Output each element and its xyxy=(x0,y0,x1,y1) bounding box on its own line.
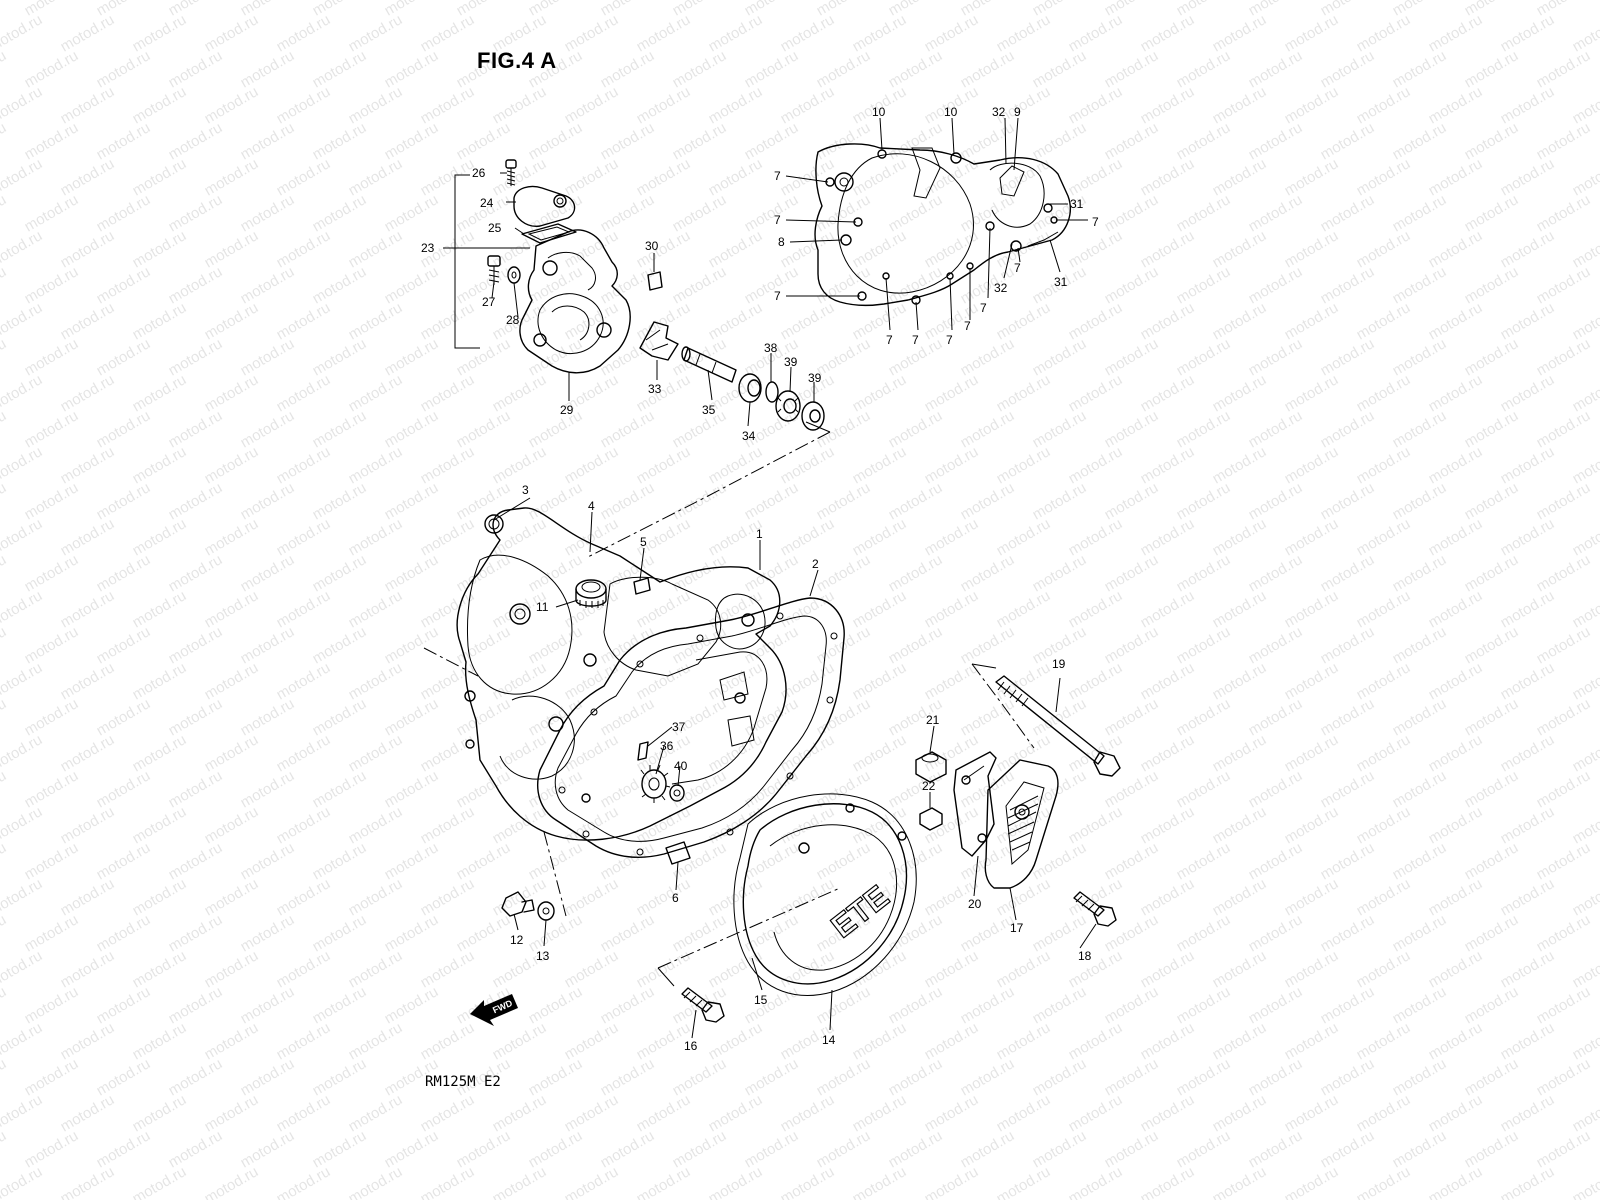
callout-7b: 7 xyxy=(774,213,781,227)
washer-13 xyxy=(537,901,555,921)
callout-4: 4 xyxy=(588,499,595,513)
callout-2: 2 xyxy=(812,557,819,571)
callout-16: 16 xyxy=(684,1039,698,1053)
dowel-30 xyxy=(647,271,663,291)
bolt-27 xyxy=(487,255,501,285)
bearing-39a xyxy=(775,390,801,422)
callout-26: 26 xyxy=(472,166,486,180)
callout-8: 8 xyxy=(778,235,785,249)
callout-7a: 7 xyxy=(774,169,781,183)
callout-38: 38 xyxy=(764,341,778,355)
washer-40 xyxy=(669,784,685,802)
callout-24: 24 xyxy=(480,196,494,210)
callout-7h: 7 xyxy=(886,333,893,347)
callout-10a: 10 xyxy=(872,105,886,119)
callout-37: 37 xyxy=(672,720,686,734)
callout-18: 18 xyxy=(1078,949,1092,963)
clutch-cover-assembly xyxy=(814,143,1071,307)
callout-39a: 39 xyxy=(784,355,798,369)
drain-plug-12 xyxy=(501,891,535,917)
crankcase-cover-group xyxy=(456,507,787,921)
callout-30: 30 xyxy=(645,239,659,253)
callout-3: 3 xyxy=(522,483,529,497)
gear-36 xyxy=(640,764,671,803)
spacer-22 xyxy=(919,807,943,831)
callout-7c: 7 xyxy=(774,289,781,303)
callout-13: 13 xyxy=(536,949,550,963)
callout-7g: 7 xyxy=(964,319,971,333)
spacer-21 xyxy=(915,751,947,783)
callout-7d: 7 xyxy=(1092,215,1099,229)
bolt-18 xyxy=(1073,891,1117,927)
callout-27: 27 xyxy=(482,295,496,309)
bearing-39b xyxy=(801,401,825,431)
callout-40: 40 xyxy=(674,759,688,773)
washer-38 xyxy=(765,381,779,403)
dowel-pin-5 xyxy=(633,577,651,595)
callout-7i: 7 xyxy=(912,333,919,347)
callout-39b: 39 xyxy=(808,371,822,385)
callout-22: 22 xyxy=(922,779,936,793)
screw-26 xyxy=(505,159,517,186)
bolt-16 xyxy=(681,987,725,1023)
callout-21: 21 xyxy=(926,713,940,727)
callout-9: 9 xyxy=(1014,105,1021,119)
callout-34: 34 xyxy=(742,429,756,443)
callout-19: 19 xyxy=(1052,657,1066,671)
callout-14: 14 xyxy=(822,1033,836,1047)
callout-31a: 31 xyxy=(1070,197,1084,211)
callout-1: 1 xyxy=(756,527,763,541)
pin-37 xyxy=(637,741,649,761)
model-code: RM125M E2 xyxy=(425,1074,501,1090)
pump-elbow-24 xyxy=(513,185,576,227)
callout-36: 36 xyxy=(660,739,674,753)
callout-10b: 10 xyxy=(944,105,958,119)
callout-15: 15 xyxy=(754,993,768,1007)
callout-20: 20 xyxy=(968,897,982,911)
callout-32a: 32 xyxy=(992,105,1006,119)
callout-28: 28 xyxy=(506,313,520,327)
callout-32b: 32 xyxy=(994,281,1008,295)
callout-33: 33 xyxy=(648,382,662,396)
callout-23: 23 xyxy=(421,241,435,255)
callout-17: 17 xyxy=(1010,921,1024,935)
callout-7j: 7 xyxy=(946,333,953,347)
callout-11: 11 xyxy=(536,600,549,614)
gasket-2 xyxy=(537,597,845,858)
impeller-33 xyxy=(639,321,679,361)
callout-7e: 7 xyxy=(1014,261,1021,275)
callout-29: 29 xyxy=(560,403,574,417)
oil-seal-34 xyxy=(738,373,762,403)
oil-filler-cap-11 xyxy=(575,579,607,608)
callout-12: 12 xyxy=(510,933,524,947)
callout-25: 25 xyxy=(488,221,502,235)
figure-title: FIG.4 A xyxy=(477,48,557,73)
callout-7f: 7 xyxy=(980,301,987,315)
water-pump-group xyxy=(454,159,825,431)
pump-cover-29 xyxy=(519,229,631,374)
sprocket-cover-17 xyxy=(984,759,1059,889)
callout-6: 6 xyxy=(672,891,679,905)
svg-text:ETE: ETE xyxy=(824,878,895,945)
washer-28 xyxy=(507,266,521,284)
callout-35: 35 xyxy=(702,403,716,417)
leader-lines xyxy=(443,117,1097,1039)
callout-31b: 31 xyxy=(1054,275,1068,289)
callout-5: 5 xyxy=(640,535,647,549)
chain-guide-20 xyxy=(953,751,997,857)
